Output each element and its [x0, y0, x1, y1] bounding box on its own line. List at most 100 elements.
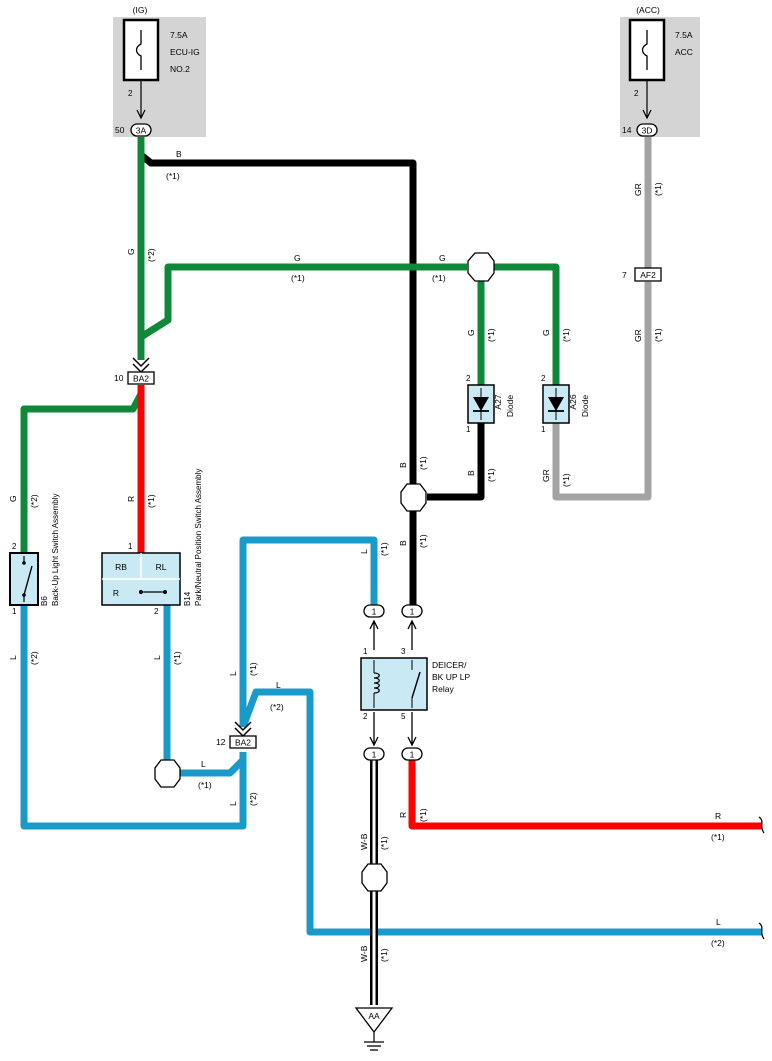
wire-label-b: B: [398, 540, 408, 546]
connector-3d-pin: 14: [622, 125, 632, 135]
wire-label-l: L: [201, 759, 206, 769]
wire-label-gr: GR: [633, 183, 643, 196]
switch-b6-id: B6: [40, 596, 49, 606]
wire-blue-l-relay: [239, 536, 378, 727]
relay-name-line3: Relay: [432, 684, 454, 694]
wire-green-g-a26: [494, 263, 560, 385]
arrow-up-icon: [407, 619, 417, 650]
wire-label-note: (*2): [248, 792, 258, 806]
relay-conn-bottom-left-pin: 1: [372, 750, 377, 760]
fuse-acc: (ACC) 7.5A ACC 2 3D 14: [620, 5, 700, 137]
wire-label-l: L: [8, 655, 18, 660]
fuse-ig-circuit: (IG): [133, 5, 148, 15]
wire-label-wb: W-B: [359, 833, 369, 850]
arrow-down-icon: [642, 109, 652, 120]
wire-blue-l-b6: [20, 605, 247, 830]
ground-aa: AA: [354, 1007, 394, 1051]
wire-label-note: (*1): [379, 948, 389, 962]
relay-connectors: 1 1 1 1: [363, 604, 423, 761]
wire-label-note: (*1): [166, 171, 180, 181]
connector-ba2-bottom-label: BA2: [235, 738, 251, 748]
relay-name-line2: BK UP LP: [432, 672, 470, 682]
fuse-acc-circuit: (ACC): [636, 5, 660, 15]
diode-a26-name: Diode: [580, 395, 590, 417]
wire-label-b: B: [398, 462, 408, 468]
switch-b6: 2 1 B6 Back-Up Light Switch Assembly: [9, 494, 60, 616]
arrow-down-icon: [407, 712, 417, 747]
wire-label-l: L: [276, 680, 281, 690]
connector-ba2-bottom-pin: 12: [216, 737, 226, 747]
wire-label-r: R: [715, 811, 721, 821]
switch-b14: RB RL R 1 2 B14 Park/Neutral Position Sw…: [101, 469, 203, 616]
wire-label-l: L: [152, 655, 162, 660]
arrow-up-icon: [369, 619, 379, 650]
wire-label-l: L: [228, 671, 238, 676]
connector-af2-pin: 7: [622, 270, 627, 280]
fuse-acc-symbol: [628, 18, 666, 82]
wire-label-gr: GR: [633, 329, 643, 342]
wire-break-icon: [758, 922, 765, 940]
wire-label-note: (*1): [418, 808, 428, 822]
diode-a27: 2 1 A27 Diode: [466, 374, 515, 434]
wire-green-g-b6: [20, 385, 145, 553]
junction-wb: [361, 863, 388, 892]
ground-aa-label: AA: [368, 1011, 380, 1021]
wire-label-note: (*1): [418, 534, 428, 548]
wire-label-g: G: [466, 329, 476, 336]
relay-coil-icon: [373, 672, 380, 694]
wire-label-note: (*1): [146, 494, 156, 508]
wire-label-g: G: [126, 248, 136, 255]
wire-label-g: G: [294, 253, 301, 263]
connector-af2-label: AF2: [640, 270, 656, 280]
fuse-element-icon: [641, 30, 648, 70]
wire-label-note: (*1): [432, 273, 446, 283]
wire-label-r: R: [398, 812, 408, 818]
wire-blue-l-junction: [180, 757, 246, 777]
wire-label-note: (*1): [248, 662, 258, 676]
switch-contact-icon: [23, 565, 33, 596]
switch-b6-pin-top: 2: [12, 542, 17, 551]
relay-conn-top-left-pin: 1: [372, 607, 377, 617]
b14-r-label: R: [113, 588, 119, 598]
fuse-ig-rating: 7.5A: [170, 30, 188, 40]
fuse-ig: (IG) 7.5A ECU-IG NO.2 2 3A 50: [113, 5, 206, 137]
relay-pin2: 2: [363, 712, 368, 721]
fuse-ig-symbol: [122, 18, 160, 82]
wire-label-note: (*1): [379, 542, 389, 556]
wire-label-note: (*1): [198, 780, 212, 790]
wire-label-note: (*1): [653, 328, 663, 342]
wire-label-note: (*1): [561, 473, 571, 487]
wire-label-note: (*2): [146, 248, 156, 262]
wire-label-note: (*1): [486, 468, 496, 482]
connector-ba2-top-pin: 10: [114, 373, 124, 383]
arrow-down-icon: [369, 712, 379, 747]
wire-label-note: (*1): [418, 456, 428, 470]
connector-3d: [636, 123, 658, 137]
wire-label-r: R: [126, 496, 136, 502]
wire-black-b-diode: [427, 423, 485, 501]
connector-ba2-bottom: BA2 12: [216, 721, 257, 749]
wire-label-gr: GR: [541, 469, 551, 482]
diode-a27-pin-bottom: 1: [466, 425, 471, 434]
fuse-ig-pin: 2: [128, 89, 133, 98]
switch-b14-id: B14: [183, 591, 192, 606]
wire-label-note: (*1): [653, 182, 663, 196]
wire-gray-gr-bottom: [552, 282, 652, 501]
diode-a27-name: Diode: [505, 395, 515, 417]
wire-blue-l-out: [239, 688, 762, 936]
fuse-acc-rating: 7.5A: [675, 30, 693, 40]
diode-a27-id: A27: [493, 394, 503, 409]
wire-break-icon: [758, 816, 765, 834]
connector-3a-pin: 50: [115, 125, 125, 135]
fuse-acc-name-line1: ACC: [675, 47, 693, 57]
connector-3d-label: 3D: [642, 126, 653, 136]
wire-label-note: (*2): [29, 494, 39, 508]
wire-red-r-out: [408, 760, 762, 830]
wire-label-g: G: [8, 495, 18, 502]
switch-b14-name: Park/Neutral Position Switch Assembly: [194, 469, 203, 606]
switch-b6-name: Back-Up Light Switch Assembly: [51, 494, 60, 607]
wire-label-l: L: [359, 549, 369, 554]
switch-b14-pin-bottom: 2: [154, 607, 159, 616]
diode-a27-pin-top: 2: [466, 374, 471, 383]
